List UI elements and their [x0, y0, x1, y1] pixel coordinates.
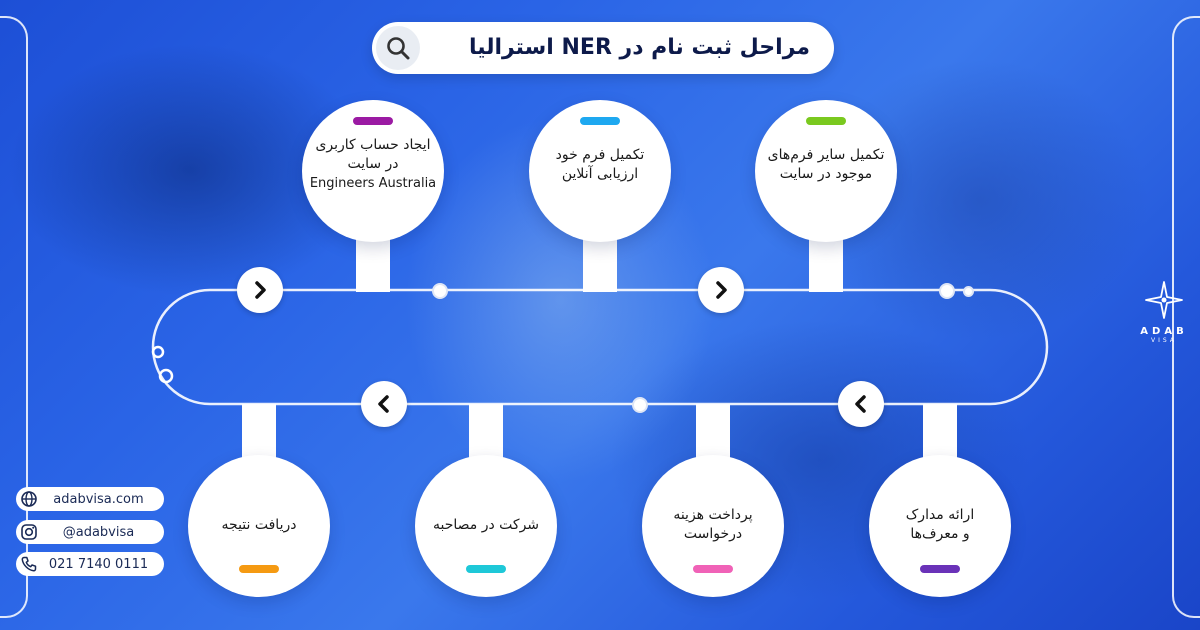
adab-visa-logo: ADAB VISA — [1134, 280, 1194, 350]
step-label: شرکت در مصاحبه — [415, 516, 557, 535]
compass-star-icon — [1145, 281, 1183, 319]
step-color-bar — [353, 117, 393, 125]
step-label-line: ایجاد حساب کاربری — [315, 137, 431, 153]
phone-icon — [19, 554, 39, 574]
chevron-right-icon[interactable] — [698, 267, 744, 313]
step-circle — [642, 455, 784, 597]
logo-brand-text: ADAB — [1140, 326, 1188, 337]
search-icon[interactable] — [376, 26, 420, 70]
track-dot — [432, 283, 448, 299]
globe-icon — [19, 489, 39, 509]
step-stem — [696, 404, 730, 464]
contact-text: adabvisa.com — [53, 491, 144, 507]
contact-text: 021 7140 0111 — [48, 556, 149, 572]
step-stem — [809, 232, 843, 292]
step-label: ایجاد حساب کاربری در سایت Engineers Aust… — [302, 136, 444, 193]
step-label-line: تکمیل فرم خود — [555, 147, 645, 163]
step-label-line: ارائه مدارک — [905, 507, 975, 523]
step-color-bar — [580, 117, 620, 125]
title-pill: مراحل ثبت نام در NER استرالیا — [372, 22, 834, 74]
step-label-line: موجود در سایت — [779, 166, 873, 182]
contact-text: @adabvisa — [62, 524, 135, 540]
step-color-bar — [920, 565, 960, 573]
step-stem — [469, 404, 503, 464]
step-circle — [188, 455, 330, 597]
step-label-line: دریافت نتیجه — [221, 517, 297, 533]
instagram-icon — [19, 522, 39, 542]
step-color-bar — [239, 565, 279, 573]
step-label-line: در سایت — [347, 156, 399, 172]
step-color-bar — [693, 565, 733, 573]
contact-phone[interactable]: 021 7140 0111 — [16, 552, 164, 576]
step-label: ارائه مدارک و معرف‌ها — [869, 506, 1011, 544]
chevron-left-icon[interactable] — [838, 381, 884, 427]
track-dot — [632, 397, 648, 413]
step-circle — [869, 455, 1011, 597]
step-label-line: درخواست — [683, 526, 743, 542]
chevron-left-icon[interactable] — [361, 381, 407, 427]
step-circle — [415, 455, 557, 597]
step-stem — [923, 404, 957, 464]
step-label: دریافت نتیجه — [188, 516, 330, 535]
step-label-line: ارزیابی آنلاین — [561, 166, 639, 182]
step-color-bar — [806, 117, 846, 125]
step-label-english: Engineers Australia — [309, 176, 437, 191]
step-stem — [242, 404, 276, 464]
step-label-line: شرکت در مصاحبه — [432, 517, 540, 533]
step-label-line: پرداخت هزینه — [673, 507, 753, 523]
contact-instagram[interactable]: @adabvisa — [16, 520, 164, 544]
contact-website[interactable]: adabvisa.com — [16, 487, 164, 511]
logo-sub-text: VISA — [1151, 337, 1177, 344]
page-title: مراحل ثبت نام در NER استرالیا — [468, 35, 810, 60]
step-label: تکمیل فرم خود ارزیابی آنلاین — [529, 146, 671, 184]
chevron-right-icon[interactable] — [237, 267, 283, 313]
step-label: پرداخت هزینه درخواست — [642, 506, 784, 544]
step-label-line: تکمیل سایر فرم‌های — [767, 147, 885, 163]
step-stem — [583, 232, 617, 292]
step-label: تکمیل سایر فرم‌های موجود در سایت — [755, 146, 897, 184]
step-stem — [356, 232, 390, 292]
track-dot — [939, 283, 955, 299]
step-label-line: و معرف‌ها — [910, 526, 970, 542]
step-color-bar — [466, 565, 506, 573]
track-dot — [963, 286, 974, 297]
